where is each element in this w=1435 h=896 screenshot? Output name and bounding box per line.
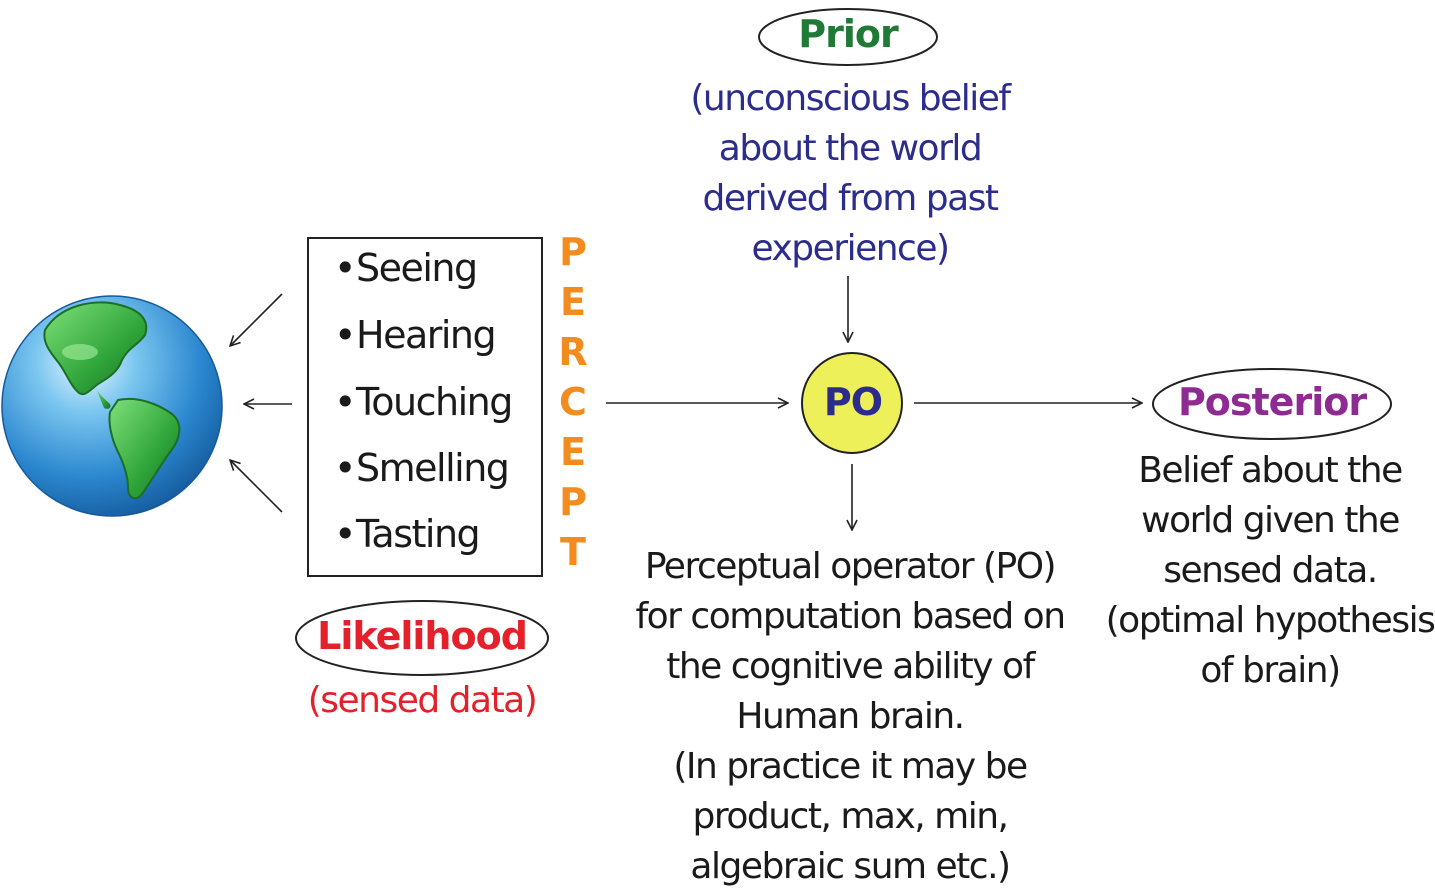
percept-letter: E bbox=[560, 280, 586, 324]
sense-label: Seeing bbox=[356, 246, 478, 290]
sense-label: Touching bbox=[356, 380, 513, 424]
bullet-icon: • bbox=[334, 446, 356, 490]
prior-label: Prior bbox=[798, 12, 898, 56]
posterior-description-line: (optimal hypothesis bbox=[1105, 600, 1435, 641]
sense-label: Tasting bbox=[356, 512, 481, 556]
sense-label: Hearing bbox=[356, 313, 497, 357]
posterior-ellipse bbox=[1152, 368, 1392, 440]
percept-letter: P bbox=[559, 230, 587, 274]
po-description-line: for computation based on bbox=[635, 596, 1066, 637]
po-description-line: Human brain. bbox=[736, 696, 965, 737]
percept-letter: E bbox=[560, 430, 586, 474]
sense-item-tasting: •Tasting bbox=[334, 512, 481, 556]
po-description-line: the cognitive ability of bbox=[666, 646, 1035, 687]
likelihood-description: (sensed data) bbox=[307, 680, 538, 721]
po-description-line: product, max, min, bbox=[692, 796, 1010, 837]
sense-item-touching: •Touching bbox=[334, 380, 513, 424]
posterior-description-line: of brain) bbox=[1200, 650, 1341, 691]
posterior-description-line: Belief about the bbox=[1138, 450, 1403, 491]
percept-letter: C bbox=[559, 380, 587, 424]
posterior-label: Posterior bbox=[1177, 380, 1367, 424]
percept-letter: R bbox=[558, 330, 588, 374]
percept-letter: P bbox=[559, 480, 587, 524]
po-circle bbox=[801, 352, 903, 454]
prior-description-line: experience) bbox=[751, 228, 950, 269]
sense-label: Smelling bbox=[356, 446, 510, 490]
posterior-description-line: world given the bbox=[1141, 500, 1400, 541]
arrow-to-globe-lower bbox=[230, 460, 283, 513]
likelihood-ellipse bbox=[295, 600, 549, 676]
likelihood-label: Likelihood bbox=[317, 614, 528, 658]
posterior-description-line: sensed data. bbox=[1163, 550, 1378, 591]
globe-icon bbox=[1, 295, 223, 517]
po-description-line: Perceptual operator (PO) bbox=[644, 546, 1057, 587]
senses-box bbox=[307, 237, 543, 577]
bullet-icon: • bbox=[334, 380, 356, 424]
prior-ellipse bbox=[758, 8, 938, 66]
po-description-line: algebraic sum etc.) bbox=[690, 846, 1011, 887]
prior-description-line: (unconscious belief bbox=[690, 78, 1011, 119]
prior-description-line: about the world bbox=[718, 128, 983, 169]
prior-description-line: derived from past bbox=[702, 178, 999, 219]
bullet-icon: • bbox=[334, 313, 356, 357]
percept-letter: T bbox=[560, 530, 586, 574]
po-label: PO bbox=[823, 380, 883, 424]
sense-item-hearing: •Hearing bbox=[334, 313, 497, 357]
sense-item-smelling: •Smelling bbox=[334, 446, 510, 490]
po-description-line: (In practice it may be bbox=[673, 746, 1028, 787]
po-description: Perceptual operator (PO) for computation… bbox=[620, 542, 1080, 892]
arrow-to-globe-upper bbox=[230, 293, 283, 346]
sense-item-seeing: •Seeing bbox=[334, 246, 478, 290]
posterior-description: Belief about the world given the sensed … bbox=[1080, 446, 1435, 696]
prior-description: (unconscious belief about the world deri… bbox=[640, 74, 1060, 274]
bullet-icon: • bbox=[334, 512, 356, 556]
bullet-icon: • bbox=[334, 246, 356, 290]
